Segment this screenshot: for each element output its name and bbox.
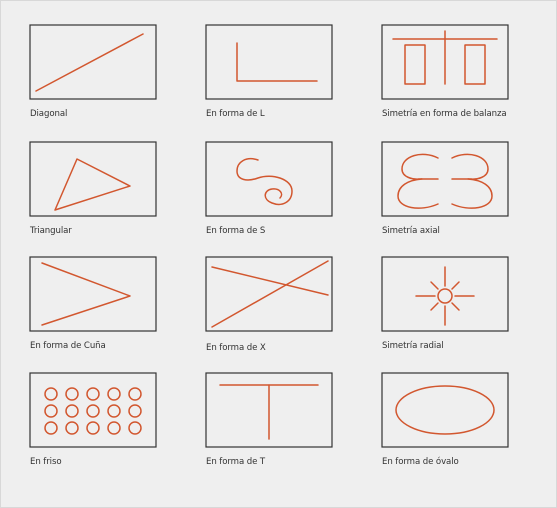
x-shape-diagram: [205, 256, 333, 332]
frieze-circle: [107, 387, 121, 401]
composition-label: En forma de S: [206, 226, 266, 236]
composition-label: Simetría en forma de balanza: [382, 109, 507, 119]
frieze-circle: [86, 404, 100, 418]
frieze-circle: [128, 421, 142, 435]
composition-label: Diagonal: [30, 109, 68, 119]
frieze-circle: [65, 421, 79, 435]
composition-balance-symmetry: Simetría en forma de balanza: [381, 24, 542, 135]
composition-s-shape: En forma de S: [205, 141, 366, 252]
radial-symmetry-diagram: [381, 256, 509, 332]
composition-diagonal: Diagonal: [29, 24, 190, 135]
frieze-diagram: [29, 372, 157, 448]
composition-frieze: En friso: [29, 372, 190, 483]
t-shape-diagram: [205, 372, 333, 448]
triangular-diagram: [29, 141, 157, 217]
composition-label: En forma de L: [206, 109, 265, 119]
composition-label: En forma de X: [206, 343, 266, 353]
diagonal-diagram: [29, 24, 157, 100]
frieze-circle: [128, 404, 142, 418]
composition-oval: En forma de óvalo: [381, 372, 542, 483]
composition-l-shape: En forma de L: [205, 24, 366, 135]
composition-label: En forma de Cuña: [30, 341, 106, 351]
balance-symmetry-diagram: [381, 24, 509, 100]
composition-label: En forma de óvalo: [382, 457, 459, 467]
composition-radial-symmetry: Simetría radial: [381, 256, 542, 367]
frieze-circle: [107, 421, 121, 435]
composition-label: En friso: [30, 457, 62, 467]
composition-wedge: En forma de Cuña: [29, 256, 190, 367]
oval-diagram: [381, 372, 509, 448]
frieze-circle: [128, 387, 142, 401]
frieze-circle: [44, 421, 58, 435]
composition-x-shape: En forma de X: [205, 256, 366, 367]
s-shape-diagram: [205, 141, 333, 217]
composition-label: Simetría axial: [382, 226, 440, 236]
composition-t-shape: En forma de T: [205, 372, 366, 483]
composition-label: En forma de T: [206, 457, 266, 467]
composition-label: Triangular: [30, 226, 72, 236]
composition-axial-symmetry: Simetría axial: [381, 141, 542, 252]
frieze-circle: [44, 404, 58, 418]
frieze-circle: [44, 387, 58, 401]
frieze-circle: [65, 387, 79, 401]
composition-label: Simetría radial: [382, 341, 444, 351]
l-shape-diagram: [205, 24, 333, 100]
wedge-diagram: [29, 256, 157, 332]
composition-triangular: Triangular: [29, 141, 190, 252]
frieze-circle: [65, 404, 79, 418]
frieze-circle: [86, 421, 100, 435]
axial-symmetry-diagram: [381, 141, 509, 217]
frieze-circle: [107, 404, 121, 418]
frieze-circle: [86, 387, 100, 401]
